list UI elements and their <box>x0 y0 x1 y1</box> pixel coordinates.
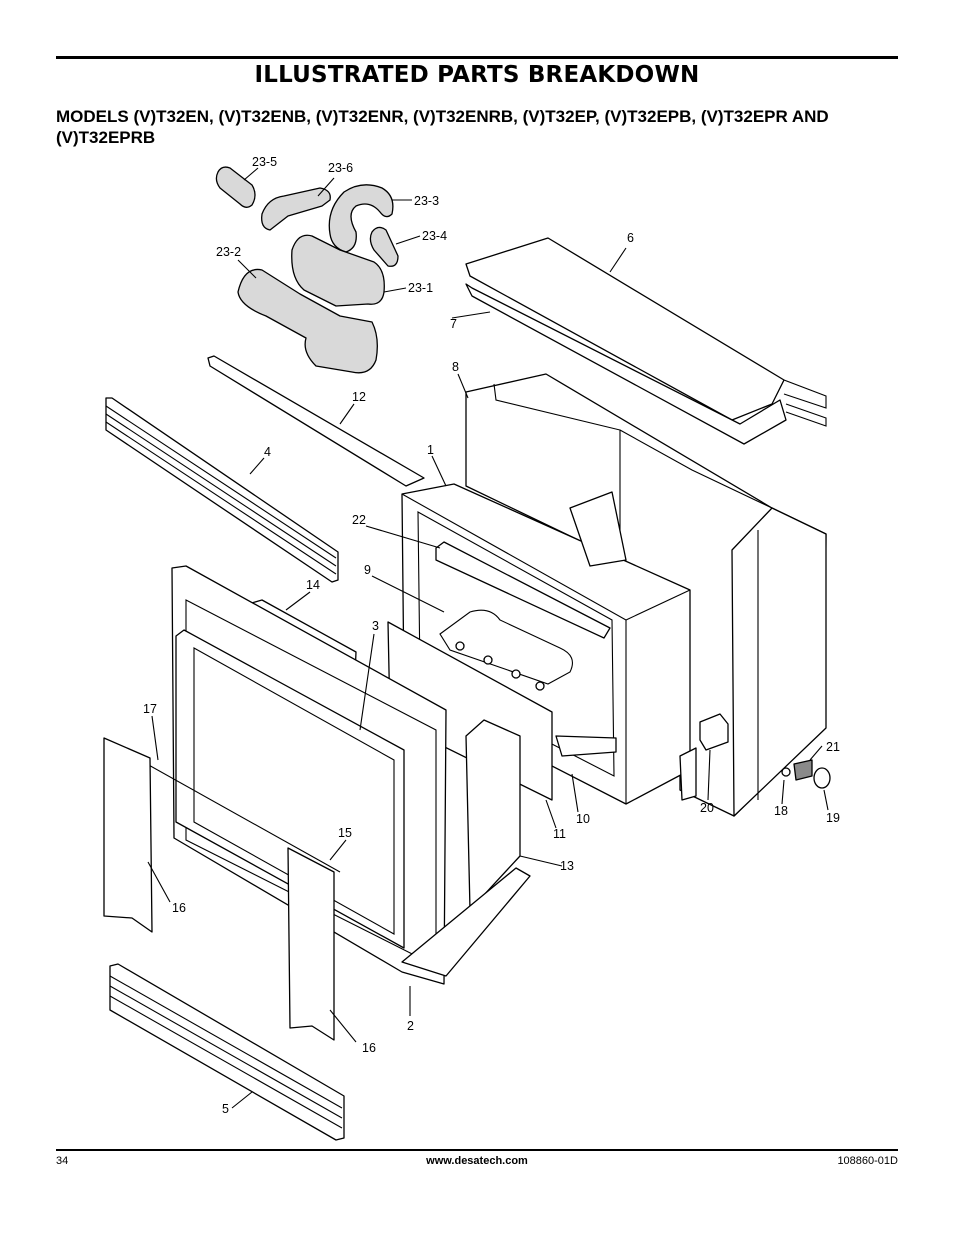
top-panel-6 <box>465 237 827 421</box>
callout-labels: 23-5 23-6 23-3 23-4 23-2 23-1 6 7 8 12 4… <box>143 155 840 1116</box>
bottom-rule <box>56 1149 898 1151</box>
part-18 <box>781 767 791 777</box>
callout-23-1: 23-1 <box>408 281 433 295</box>
leader-lines <box>147 167 829 1109</box>
callout-10: 10 <box>576 812 590 826</box>
callout-5: 5 <box>222 1102 229 1116</box>
callout-23-2: 23-2 <box>216 245 241 259</box>
callout-16-left: 16 <box>172 901 186 915</box>
callout-23-4: 23-4 <box>422 229 447 243</box>
callout-6: 6 <box>627 231 634 245</box>
log-23-6 <box>261 187 331 231</box>
callout-7: 7 <box>450 317 457 331</box>
callout-8: 8 <box>452 360 459 374</box>
callout-2: 2 <box>407 1019 414 1033</box>
door-frame-3 <box>175 629 405 949</box>
log-23-5 <box>215 166 256 208</box>
part-21 <box>793 759 813 781</box>
callout-23-5: 23-5 <box>252 155 277 169</box>
hearth-strip-12 <box>207 355 425 487</box>
website-link[interactable]: www.desatech.com <box>426 1155 528 1167</box>
callout-11: 11 <box>553 827 566 841</box>
junction-box-20 <box>679 713 729 801</box>
page-title: ILLUSTRATED PARTS BREAKDOWN <box>254 62 700 88</box>
burner-9 <box>439 609 573 691</box>
callout-18: 18 <box>774 804 788 818</box>
callout-12: 12 <box>352 390 366 404</box>
baffle-22 <box>435 541 611 639</box>
callout-20: 20 <box>700 801 714 815</box>
page-number: 34 <box>56 1155 69 1167</box>
callout-9: 9 <box>364 563 371 577</box>
screen-16-right <box>287 847 335 1041</box>
callout-13: 13 <box>560 859 574 873</box>
callout-17: 17 <box>143 702 157 716</box>
callout-1: 1 <box>427 443 434 457</box>
callout-4: 4 <box>264 445 271 459</box>
callout-22: 22 <box>352 513 366 527</box>
callout-3: 3 <box>372 619 379 633</box>
screen-16-left <box>103 737 153 933</box>
top-panel-7 <box>465 283 827 445</box>
log-23-3 <box>328 184 394 253</box>
log-23-4 <box>369 226 399 267</box>
panel-13 <box>465 719 521 911</box>
log-23-2 <box>237 268 378 374</box>
callout-15: 15 <box>338 826 352 840</box>
callout-23-3: 23-3 <box>414 194 439 208</box>
callout-16-right: 16 <box>362 1041 376 1055</box>
top-rule <box>56 56 898 59</box>
callout-14: 14 <box>306 578 320 592</box>
bottom-tray-10 <box>555 735 617 757</box>
trim-rail-4 <box>105 397 339 583</box>
outer-casing-8 <box>465 373 827 817</box>
callout-21: 21 <box>826 740 840 754</box>
trim-rail-5 <box>109 963 345 1141</box>
document-number: 108860-01D <box>837 1155 898 1167</box>
part-19 <box>813 767 831 789</box>
models-subtitle: MODELS (V)T32EN, (V)T32ENB, (V)T32ENR, (… <box>56 107 829 147</box>
callout-23-6: 23-6 <box>328 161 353 175</box>
callout-19: 19 <box>826 811 840 825</box>
